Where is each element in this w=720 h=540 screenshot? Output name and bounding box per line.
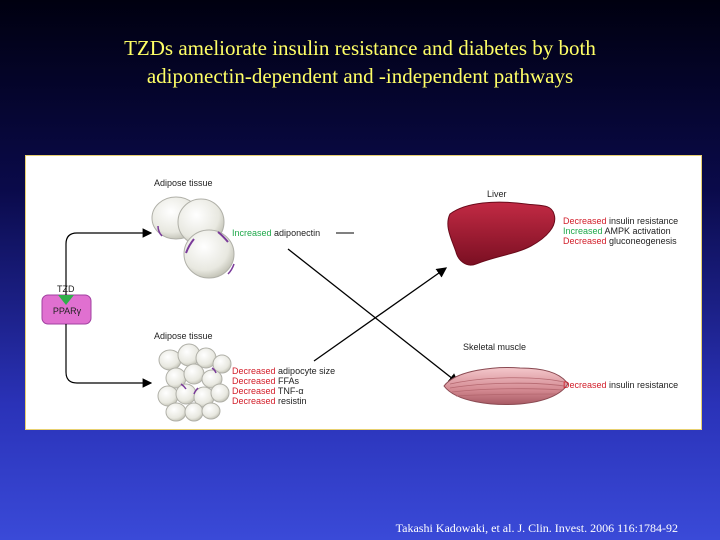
adipose-effect-4: Decreased resistin [232, 396, 307, 406]
effect-change: Decreased [232, 376, 276, 386]
effect-text: gluconeogenesis [609, 236, 677, 246]
effect-text: adiponectin [274, 228, 321, 238]
liver-illustration [447, 201, 556, 266]
effect-change: Decreased [232, 366, 276, 376]
liver-effect-3: Decreased gluconeogenesis [563, 236, 677, 246]
adipose-effect-2: Decreased FFAs [232, 376, 299, 386]
effect-change: Decreased [563, 380, 607, 390]
adiponectin-effect: Increased adiponectin [232, 228, 320, 238]
effect-text: insulin resistance [609, 380, 679, 390]
adipose-top-label: Adipose tissue [154, 178, 213, 188]
liver-effect-1: Decreased insulin resistance [563, 216, 678, 226]
effect-text: resistin [278, 396, 307, 406]
effect-change: Decreased [232, 386, 276, 396]
tzd-label: TZD [57, 284, 75, 294]
effect-text: insulin resistance [609, 216, 679, 226]
adipose-cells-bottom [157, 343, 232, 422]
effect-change: Increased [563, 226, 603, 236]
adipose-effect-3: Decreased TNF-α [232, 386, 304, 396]
pathway-diagram [41, 196, 569, 422]
adipose-bottom-label: Adipose tissue [154, 331, 213, 341]
effect-text: adipocyte size [278, 366, 336, 376]
tzd-ligand-icon [58, 295, 74, 305]
arrow-to-top-adipose [65, 228, 153, 295]
effect-text: AMPK activation [604, 226, 671, 236]
slide-title: TZDs ameliorate insulin resistance and d… [0, 34, 720, 90]
effect-text: TNF-α [277, 386, 304, 396]
muscle-effect-1: Decreased insulin resistance [563, 380, 678, 390]
pathway-figure: Adipose tissue Adipose tissue Liver Skel… [25, 155, 702, 430]
citation: Takashi Kadowaki, et al. J. Clin. Invest… [395, 521, 678, 535]
liver-effect-2: Increased AMPK activation [563, 226, 671, 236]
effect-change: Increased [232, 228, 272, 238]
ppar-label: PPARγ [52, 306, 82, 316]
title-line-1: TZDs ameliorate insulin resistance and d… [124, 36, 596, 60]
arrow-to-bottom-adipose [65, 324, 153, 388]
title-line-2: adiponectin-dependent and -independent p… [146, 64, 574, 88]
effect-change: Decreased [563, 216, 607, 226]
arrow-adiponectin-to-muscle [287, 248, 460, 384]
effect-change: Decreased [232, 396, 276, 406]
muscle-label: Skeletal muscle [463, 342, 527, 352]
muscle-illustration [443, 367, 569, 405]
effect-change: Decreased [563, 236, 607, 246]
effect-text: FFAs [278, 376, 300, 386]
arrow-adipose-to-liver [313, 267, 448, 362]
adipose-effect-1: Decreased adipocyte size [232, 366, 335, 376]
adipose-cells-top [151, 196, 235, 279]
liver-label: Liver [487, 189, 507, 199]
